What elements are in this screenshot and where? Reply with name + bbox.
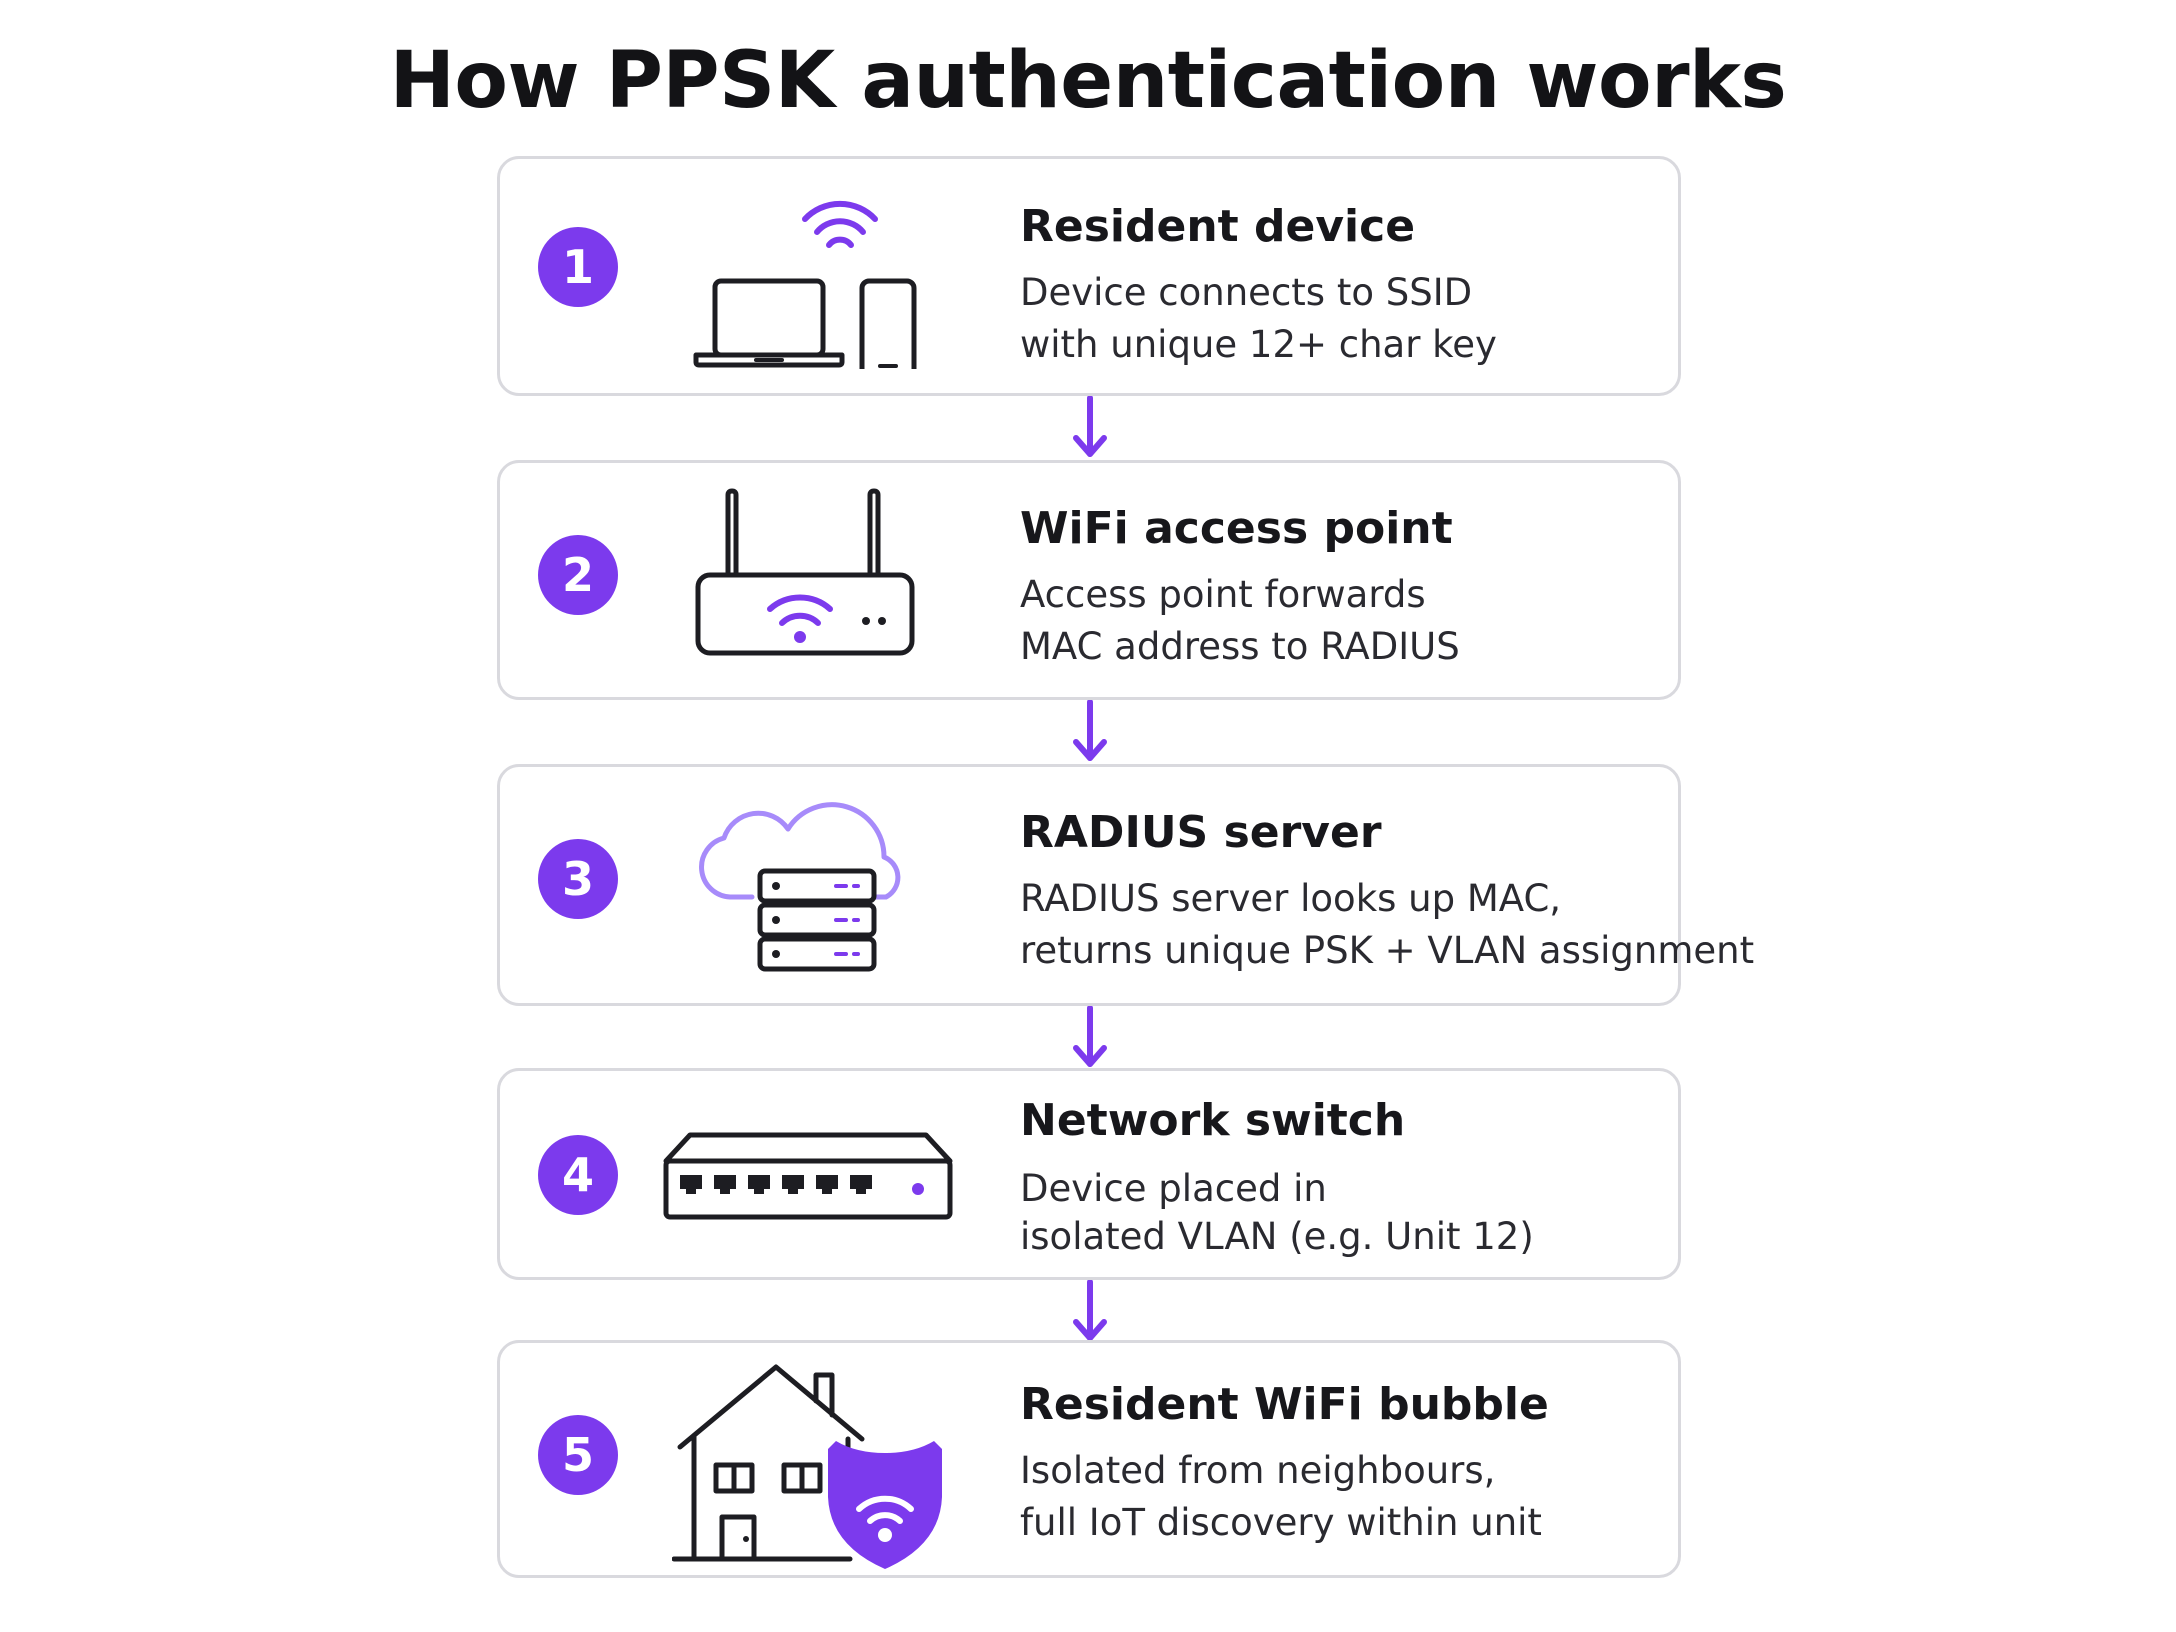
step-description-line-2: with unique 12+ char key bbox=[1020, 323, 1497, 366]
step-title: Network switch bbox=[1020, 1095, 1406, 1146]
step-description-line-1: Device placed in bbox=[1020, 1167, 1327, 1210]
router-icon bbox=[690, 487, 920, 667]
step-title: RADIUS server bbox=[1020, 807, 1382, 858]
step-title: WiFi access point bbox=[1020, 503, 1453, 554]
step-description-line-1: RADIUS server looks up MAC, bbox=[1020, 877, 1562, 920]
flow-arrow bbox=[1068, 1005, 1112, 1074]
step-card-network-switch: 4 Network switch Device placed in isolat… bbox=[497, 1068, 1681, 1280]
step-card-resident-device: 1 Resident device Device connects to SSI… bbox=[497, 156, 1681, 396]
step-number-badge: 2 bbox=[538, 535, 618, 615]
step-description-line-2: isolated VLAN (e.g. Unit 12) bbox=[1020, 1215, 1534, 1258]
step-number-badge: 5 bbox=[538, 1415, 618, 1495]
step-card-resident-wifi-bubble: 5 Resident WiFi bubble Isolated from nei… bbox=[497, 1340, 1681, 1578]
step-title: Resident WiFi bubble bbox=[1020, 1379, 1549, 1430]
step-description-line-1: Isolated from neighbours, bbox=[1020, 1449, 1496, 1492]
flow-arrow bbox=[1068, 395, 1112, 464]
laptop-phone-wifi-icon bbox=[690, 189, 930, 369]
step-card-radius-server: 3 RADIUS server RADIUS server looks up M… bbox=[497, 764, 1754, 1006]
step-number-badge: 1 bbox=[538, 227, 618, 307]
house-shield-wifi-icon bbox=[672, 1357, 962, 1569]
cloud-server-icon bbox=[690, 785, 920, 985]
flow-arrow bbox=[1068, 699, 1112, 768]
step-description-line-1: Device connects to SSID bbox=[1020, 271, 1473, 314]
step-description-line-2: full IoT discovery within unit bbox=[1020, 1501, 1542, 1544]
flow-arrow bbox=[1068, 1279, 1112, 1348]
step-number-badge: 4 bbox=[538, 1135, 618, 1215]
step-description-line-1: Access point forwards bbox=[1020, 573, 1426, 616]
step-description-line-2: returns unique PSK + VLAN assignment bbox=[1020, 929, 1755, 972]
step-title: Resident device bbox=[1020, 201, 1416, 252]
page-title: How PPSK authentication works bbox=[389, 36, 1787, 126]
step-card-wifi-access-point: 2 WiFi access point Access point forward… bbox=[497, 460, 1681, 700]
step-number-badge: 3 bbox=[538, 839, 618, 919]
network-switch-icon bbox=[658, 1131, 958, 1231]
step-description-line-2: MAC address to RADIUS bbox=[1020, 625, 1460, 668]
